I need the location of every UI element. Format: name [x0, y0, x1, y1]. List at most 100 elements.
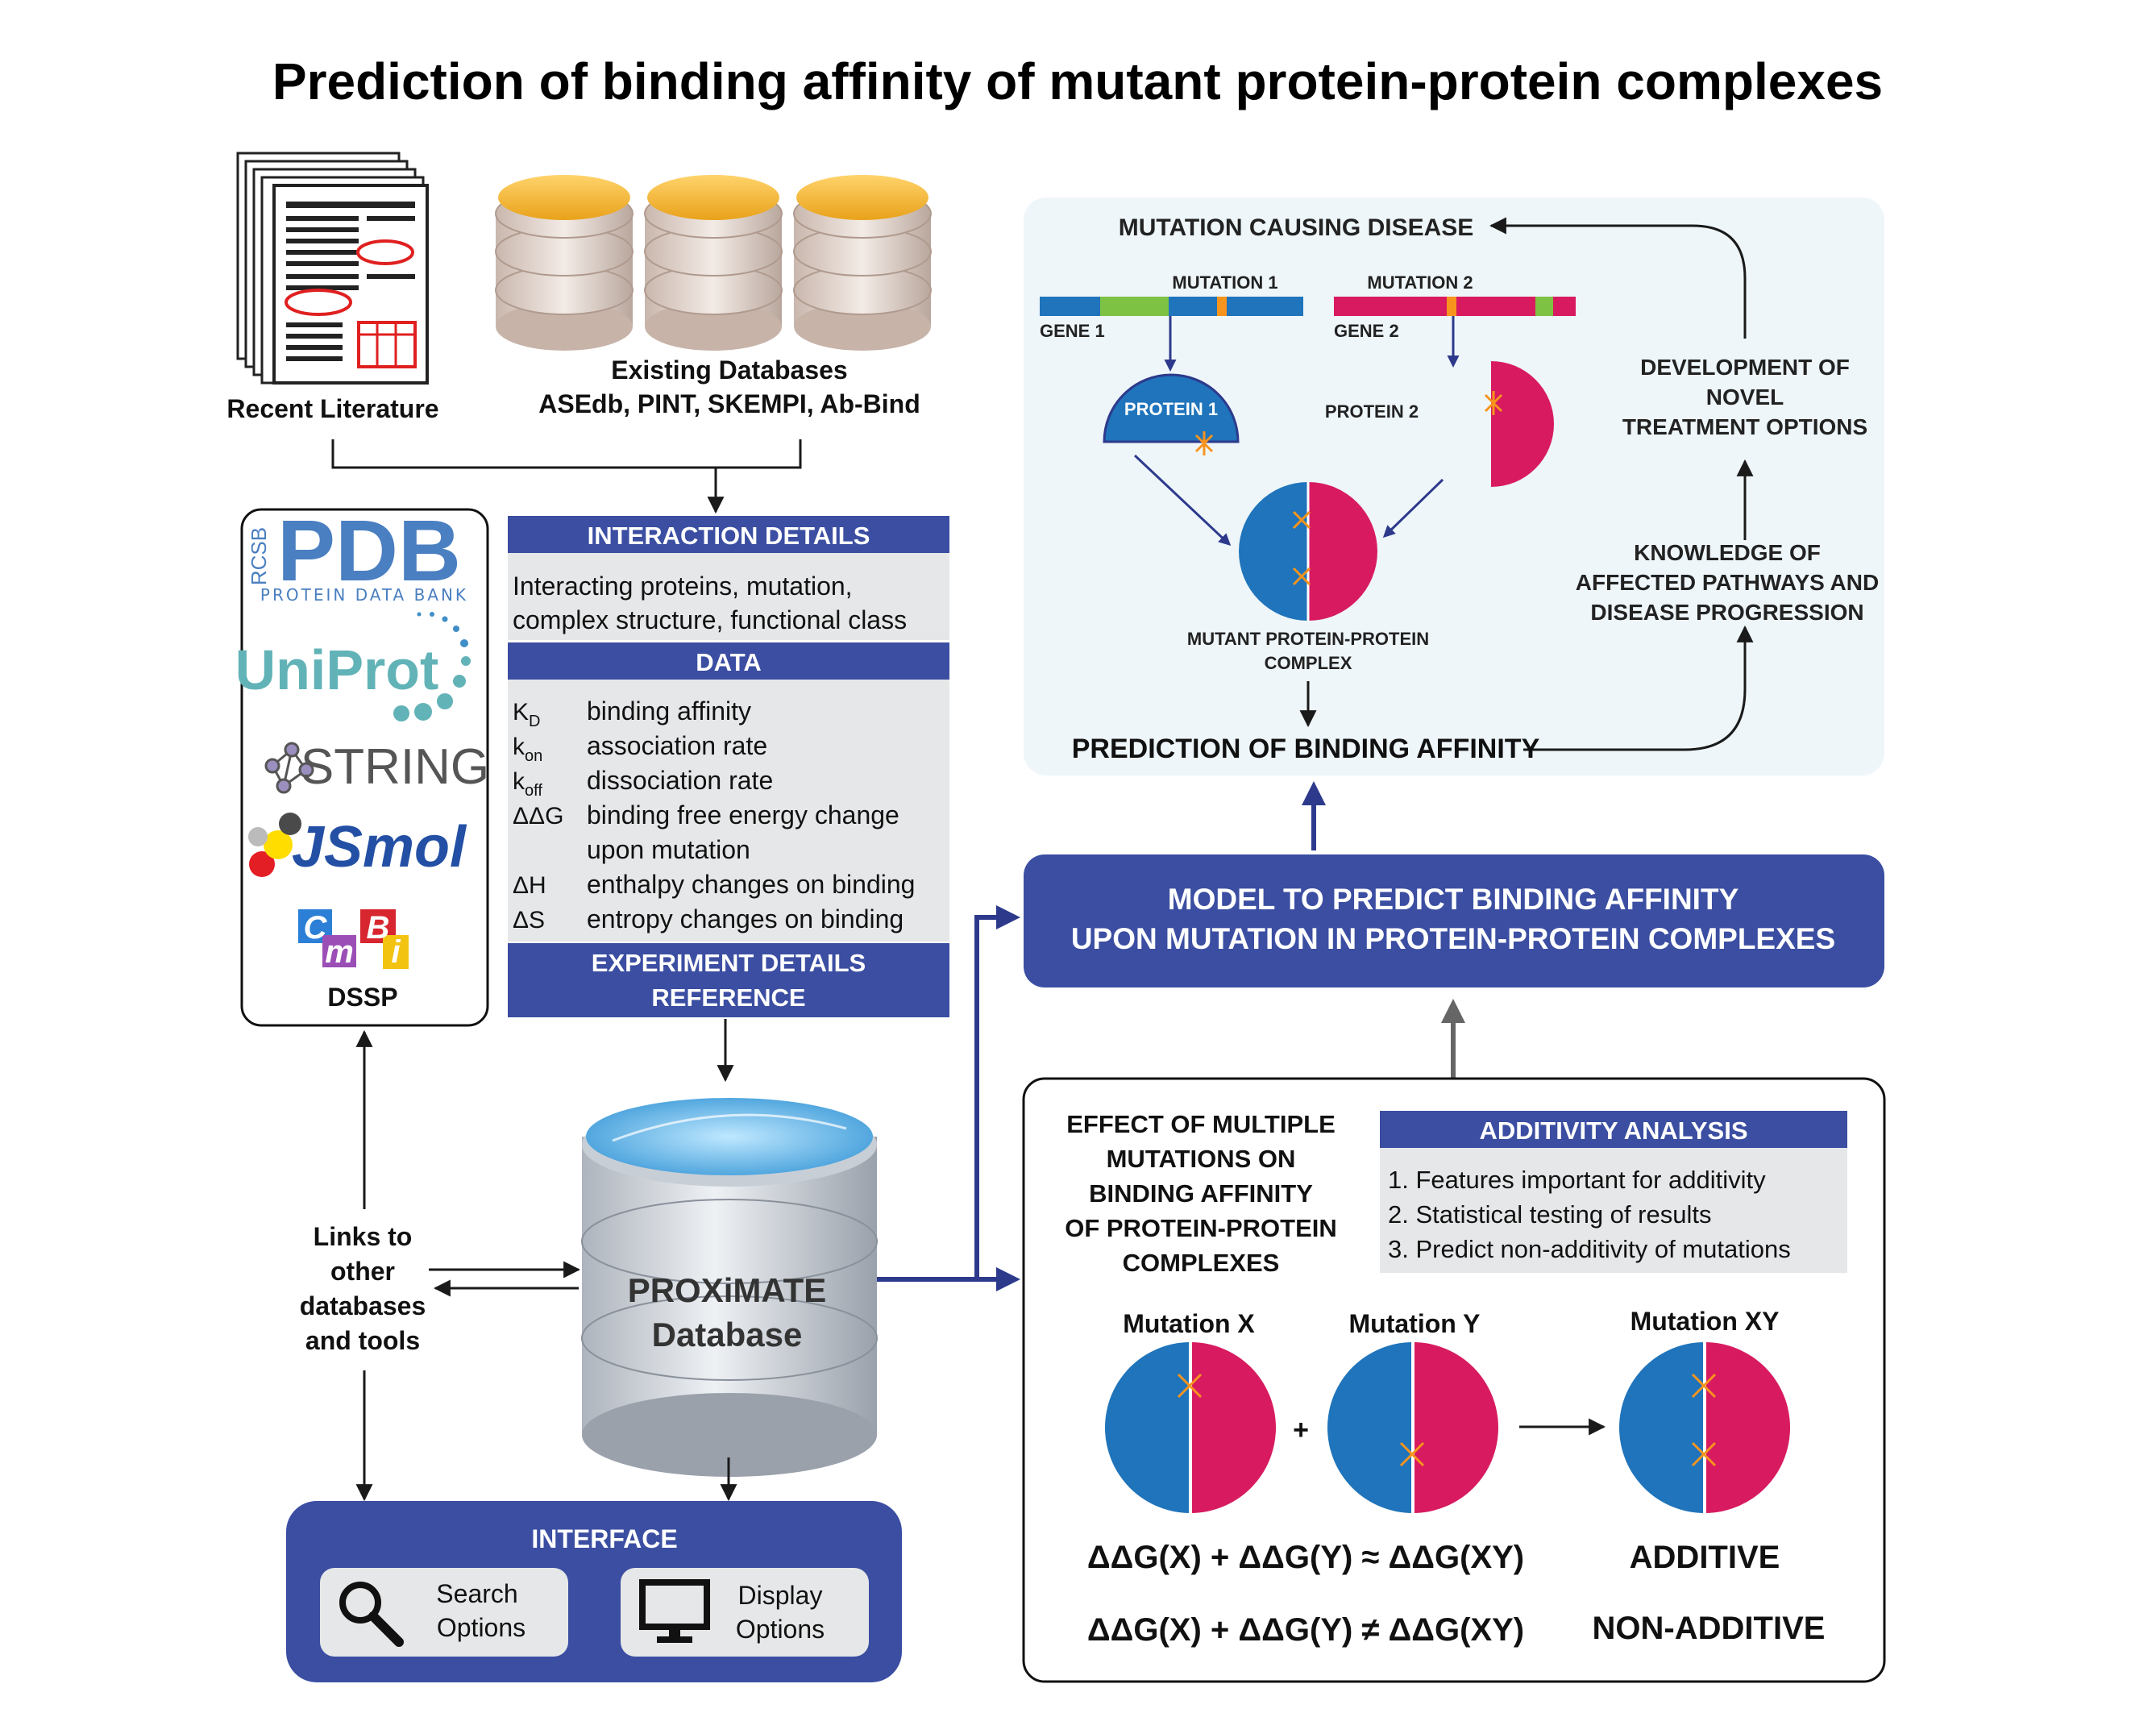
analysis-header-box: [1380, 1111, 1847, 1148]
protein-2-label: PROTEIN 2: [1325, 401, 1419, 422]
data-symbol: kon: [513, 734, 542, 765]
treatment-label-1: DEVELOPMENT OF: [1640, 355, 1850, 380]
model-label-2: UPON MUTATION IN PROTEIN-PROTEIN COMPLEX…: [1071, 922, 1835, 955]
mutation-x-complex: [1105, 1342, 1276, 1513]
data-symbol: koff: [513, 768, 542, 800]
mutant-complex-shape: [1239, 482, 1377, 621]
knowledge-label-3: DISEASE PROGRESSION: [1590, 600, 1863, 625]
mutation-2-label: MUTATION 2: [1367, 272, 1473, 293]
links-label-2: other: [330, 1257, 395, 1286]
mutation-star-icon: [1177, 1373, 1203, 1399]
interaction-header: INTERACTION DETAILS: [588, 522, 870, 550]
nonadditive-equation: ΔΔG(X) + ΔΔG(Y) ≠ ΔΔG(XY): [1087, 1612, 1524, 1648]
search-options-button[interactable]: Search Options: [320, 1568, 568, 1657]
treatment-label-2: NOVEL: [1706, 385, 1784, 410]
jsmol-text: JSmol: [292, 815, 467, 879]
dssp-label: DSSP: [327, 983, 397, 1012]
search-icon: [339, 1582, 404, 1647]
experiment-header-1: EXPERIMENT DETAILS: [592, 949, 866, 977]
data-desc: enthalpy changes on binding: [587, 870, 915, 899]
gene-1-bar: [1040, 297, 1303, 316]
uniprot-text: UniProt: [235, 638, 439, 701]
cmbi-i: i: [391, 934, 401, 970]
cmbi-logo: C m B i: [298, 909, 409, 970]
effect-label-3: BINDING AFFINITY: [1089, 1179, 1313, 1208]
disease-panel: [1024, 197, 1884, 775]
search-options-label-2: Options: [437, 1613, 525, 1642]
literature-stack-icon: [236, 152, 429, 385]
proximate-label-1: PROXiMATE: [628, 1271, 827, 1309]
additive-label: ADDITIVE: [1630, 1540, 1780, 1575]
display-options-label-1: Display: [738, 1581, 823, 1610]
display-options-button[interactable]: Display Options: [621, 1568, 869, 1657]
treatment-label-3: TREATMENT OPTIONS: [1622, 414, 1867, 439]
existing-databases-icon: [495, 175, 932, 351]
protein-1-shape: [1103, 373, 1240, 455]
analysis-item: 1. Features important for additivity: [1388, 1166, 1766, 1194]
navy-connectors: [877, 781, 1326, 1291]
plus-sign: +: [1293, 1415, 1309, 1445]
data-desc: upon mutation: [587, 835, 750, 864]
links-label-1: Links to: [314, 1222, 413, 1251]
data-desc: dissociation rate: [587, 766, 773, 795]
interaction-text-2: complex structure, functional class: [513, 605, 907, 634]
prediction-label: PREDICTION OF BINDING AFFINITY: [1072, 734, 1540, 764]
effect-label-1: EFFECT OF MULTIPLE: [1066, 1110, 1336, 1138]
jsmol-logo: JSmol: [248, 813, 467, 879]
effect-label-4: OF PROTEIN-PROTEIN: [1065, 1214, 1337, 1242]
mutation-star-icon: [1194, 431, 1214, 455]
data-desc: association rate: [587, 731, 767, 760]
mutation-star-icon: [1691, 1373, 1717, 1467]
cmbi-c: C: [304, 910, 328, 946]
gene-1-label: GENE 1: [1040, 321, 1105, 341]
data-body: [508, 680, 949, 942]
pdb-rcsb-text: RCSB: [247, 527, 271, 585]
nonadditive-label: NON-ADDITIVE: [1593, 1611, 1826, 1646]
mutation-xy-complex: [1619, 1342, 1790, 1513]
gene-2-label: GENE 2: [1334, 321, 1399, 341]
mutation-y-label: Mutation Y: [1349, 1309, 1481, 1338]
knowledge-label-1: KNOWLEDGE OF: [1634, 540, 1821, 565]
analysis-header: ADDITIVITY ANALYSIS: [1479, 1116, 1747, 1145]
string-text: STRING: [301, 739, 489, 795]
analysis-item: 3. Predict non-additivity of mutations: [1388, 1235, 1791, 1263]
mutation-star-icon: [1484, 391, 1503, 415]
data-symbol: ΔH: [513, 872, 546, 899]
interface-header: INTERFACE: [531, 1524, 677, 1553]
interaction-body: [508, 553, 949, 640]
data-symbol: KD: [513, 699, 540, 730]
search-options-label-1: Search: [436, 1579, 517, 1608]
proximate-database-icon: [581, 1098, 878, 1477]
sources-connector: [331, 439, 802, 514]
monitor-icon: [639, 1579, 710, 1643]
effect-label-2: MUTATIONS ON: [1107, 1145, 1296, 1173]
cmbi-m: m: [325, 934, 354, 970]
mutation-star-icon: [1399, 1441, 1425, 1467]
pdb-logo: RCSB PDB PROTEIN DATA BANK: [247, 501, 466, 605]
experiment-header-box: [508, 943, 949, 1017]
data-symbol: ΔΔG: [513, 803, 563, 829]
additive-equation: ΔΔG(X) + ΔΔG(Y) ≈ ΔΔG(XY): [1087, 1540, 1524, 1575]
interaction-text-1: Interacting proteins, mutation,: [513, 572, 853, 601]
data-desc: entropy changes on binding: [587, 904, 904, 933]
tools-box: [240, 508, 489, 1027]
databases-label: Existing Databases: [611, 355, 847, 385]
knowledge-label-2: AFFECTED PATHWAYS AND: [1576, 570, 1879, 595]
mutation-x-label: Mutation X: [1123, 1309, 1255, 1338]
protein-2-shape: [1484, 361, 1554, 487]
analysis-item: 2. Statistical testing of results: [1388, 1200, 1711, 1229]
model-box: [1024, 854, 1884, 987]
data-table: KD binding affinity kon association rate…: [513, 696, 915, 933]
effect-label-5: COMPLEXES: [1123, 1249, 1280, 1277]
cmbi-b: B: [367, 910, 390, 946]
string-logo: STRING: [264, 739, 489, 795]
databases-list: ASEdb, PINT, SKEMPI, Ab-Bind: [538, 389, 920, 418]
data-desc: binding free energy change: [587, 800, 899, 829]
protein-2-to-complex-arrow: [1382, 478, 1444, 538]
pdb-text: PDB: [277, 501, 461, 599]
data-desc: binding affinity: [587, 696, 751, 726]
proximate-label-2: Database: [652, 1316, 803, 1353]
gene-2-bar: [1334, 297, 1576, 316]
mutation-disease-label: MUTATION CAUSING DISEASE: [1119, 214, 1474, 241]
